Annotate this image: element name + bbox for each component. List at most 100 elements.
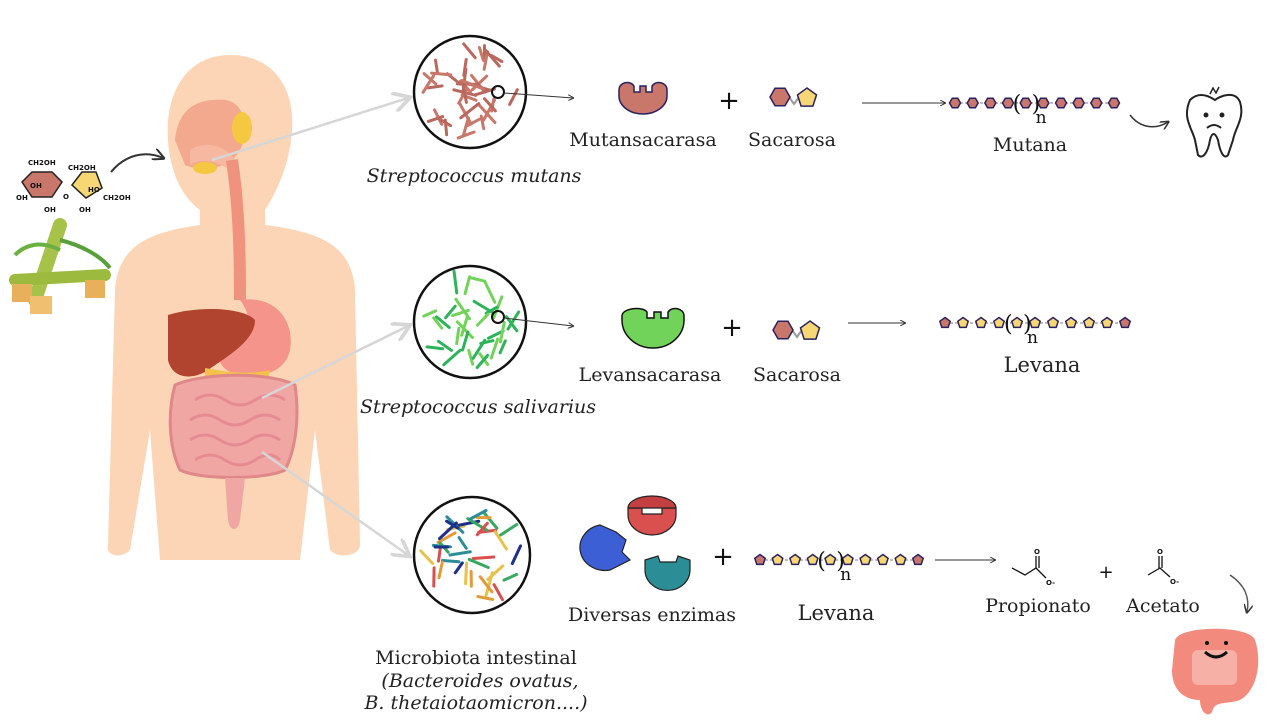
product-label-mutana: Mutana xyxy=(993,134,1067,156)
fructose-pentagon xyxy=(796,87,818,107)
plus-sign: + xyxy=(721,313,743,343)
fructose-ho: HO xyxy=(88,186,100,194)
enzyme-label-levansacarasa: Levansacarasa xyxy=(579,364,722,386)
bacterium xyxy=(499,523,519,537)
bacterium xyxy=(445,519,460,530)
svg-text:O-: O- xyxy=(1046,579,1055,587)
monomer-unit xyxy=(1036,97,1050,109)
monomer-unit xyxy=(771,553,784,566)
svg-text:O-: O- xyxy=(1170,578,1179,586)
bacterium xyxy=(477,46,485,62)
arrow-icon xyxy=(110,154,163,173)
bacterium xyxy=(484,305,499,315)
bacterium xyxy=(483,48,501,68)
levana-chain: ()n xyxy=(938,312,1132,348)
svg-text:O: O xyxy=(1157,548,1163,556)
mutansacarasa-enzyme-icon xyxy=(618,81,668,115)
svg-text:O: O xyxy=(1034,548,1040,556)
bacterium xyxy=(440,558,461,564)
bacterium xyxy=(463,275,472,296)
substrate-label-sacarosa: Sacarosa xyxy=(753,364,841,386)
bacterium xyxy=(436,531,457,544)
repeat-bracket-close: ) xyxy=(1032,92,1041,117)
bacterium xyxy=(468,275,487,283)
acetate-structure: O O- xyxy=(1147,548,1179,586)
enzyme-label-diversas: Diversas enzimas xyxy=(568,604,736,626)
monomer-unit xyxy=(859,553,872,566)
monomer-unit xyxy=(948,97,962,109)
levana-chain: ()n xyxy=(753,549,925,585)
plus-sign: + xyxy=(712,542,734,572)
bacterium xyxy=(482,98,496,122)
monomer-unit xyxy=(1054,97,1068,109)
fructose-ch2oh: CH2OH xyxy=(103,194,131,202)
repeat-bracket-open: ( xyxy=(1004,312,1013,337)
repeat-bracket-close: ) xyxy=(836,549,845,574)
bacterium xyxy=(489,337,500,360)
fructose-ch2oh: CH2OH xyxy=(68,164,96,172)
monomer-unit xyxy=(974,316,988,329)
sucrose-icon xyxy=(769,87,818,107)
happy-colon-icon xyxy=(1172,628,1259,715)
monomer-unit xyxy=(1072,97,1086,109)
bacteria-circle-salivarius xyxy=(412,264,528,380)
bacterium xyxy=(453,561,464,575)
bacterium xyxy=(437,560,444,580)
body-to-bacteria-arrows xyxy=(211,98,408,555)
repeat-count-n: n xyxy=(1036,108,1047,128)
monomer-unit xyxy=(753,553,767,566)
bacterium xyxy=(478,575,494,594)
monomer-unit xyxy=(1046,316,1060,329)
bacterium xyxy=(461,330,470,352)
monomer-unit xyxy=(1010,316,1024,329)
glycosidic-oxygen: O xyxy=(63,193,69,201)
bacterium xyxy=(454,297,471,321)
sugarcane-icon xyxy=(9,218,112,314)
monomer-unit xyxy=(894,553,907,566)
monomer-unit xyxy=(1107,97,1121,109)
monomer-unit xyxy=(1089,97,1103,109)
bacterium xyxy=(425,345,445,351)
monomer-unit xyxy=(824,553,837,566)
organism-label-thetaiotaomicron: B. thetaiotaomicron....) xyxy=(363,692,587,714)
product-label-levana: Levana xyxy=(1004,353,1081,377)
mutana-chain: ()n xyxy=(948,92,1121,128)
bacterium xyxy=(426,84,444,90)
monomer-unit xyxy=(789,553,802,566)
bacterium xyxy=(471,338,487,360)
repeat-bracket-close: ) xyxy=(1023,312,1032,337)
glucose-oh: OH xyxy=(30,182,42,190)
bacterium xyxy=(459,102,481,120)
bacterium xyxy=(419,549,435,566)
bacterium xyxy=(421,74,436,94)
bacterium xyxy=(492,583,504,602)
bacterium xyxy=(502,572,519,582)
substrate-label-levana: Levana xyxy=(798,601,875,625)
levansacarasa-enzyme-icon xyxy=(621,307,685,349)
bacterium xyxy=(498,320,506,344)
glucose-ch2oh: CH2OH xyxy=(28,159,56,167)
bacterium xyxy=(464,561,469,586)
bacterium xyxy=(482,50,490,71)
glucose-oh: OH xyxy=(44,206,56,214)
product-label-propionato: Propionato xyxy=(985,595,1091,617)
propionate-structure: O O- xyxy=(1011,548,1055,587)
glucose-hexagon xyxy=(772,320,794,340)
monomer-unit xyxy=(911,553,925,566)
organism-label-microbiota: Microbiota intestinal xyxy=(375,647,577,669)
bacterium xyxy=(444,304,457,320)
bacterium xyxy=(476,595,495,601)
monomer-unit xyxy=(1019,97,1033,109)
bacterium xyxy=(508,88,519,106)
bacterium xyxy=(469,509,488,521)
bacterium xyxy=(483,97,497,113)
monomer-unit xyxy=(992,316,1006,329)
bacterium xyxy=(436,339,454,352)
bacterium xyxy=(451,308,470,318)
substrate-label-sacarosa: Sacarosa xyxy=(748,129,836,151)
bacterium xyxy=(448,550,472,557)
bacterium xyxy=(462,42,477,60)
glucose-oh: OH xyxy=(16,194,28,202)
bacterium xyxy=(433,58,440,75)
monomer-unit xyxy=(983,97,997,109)
